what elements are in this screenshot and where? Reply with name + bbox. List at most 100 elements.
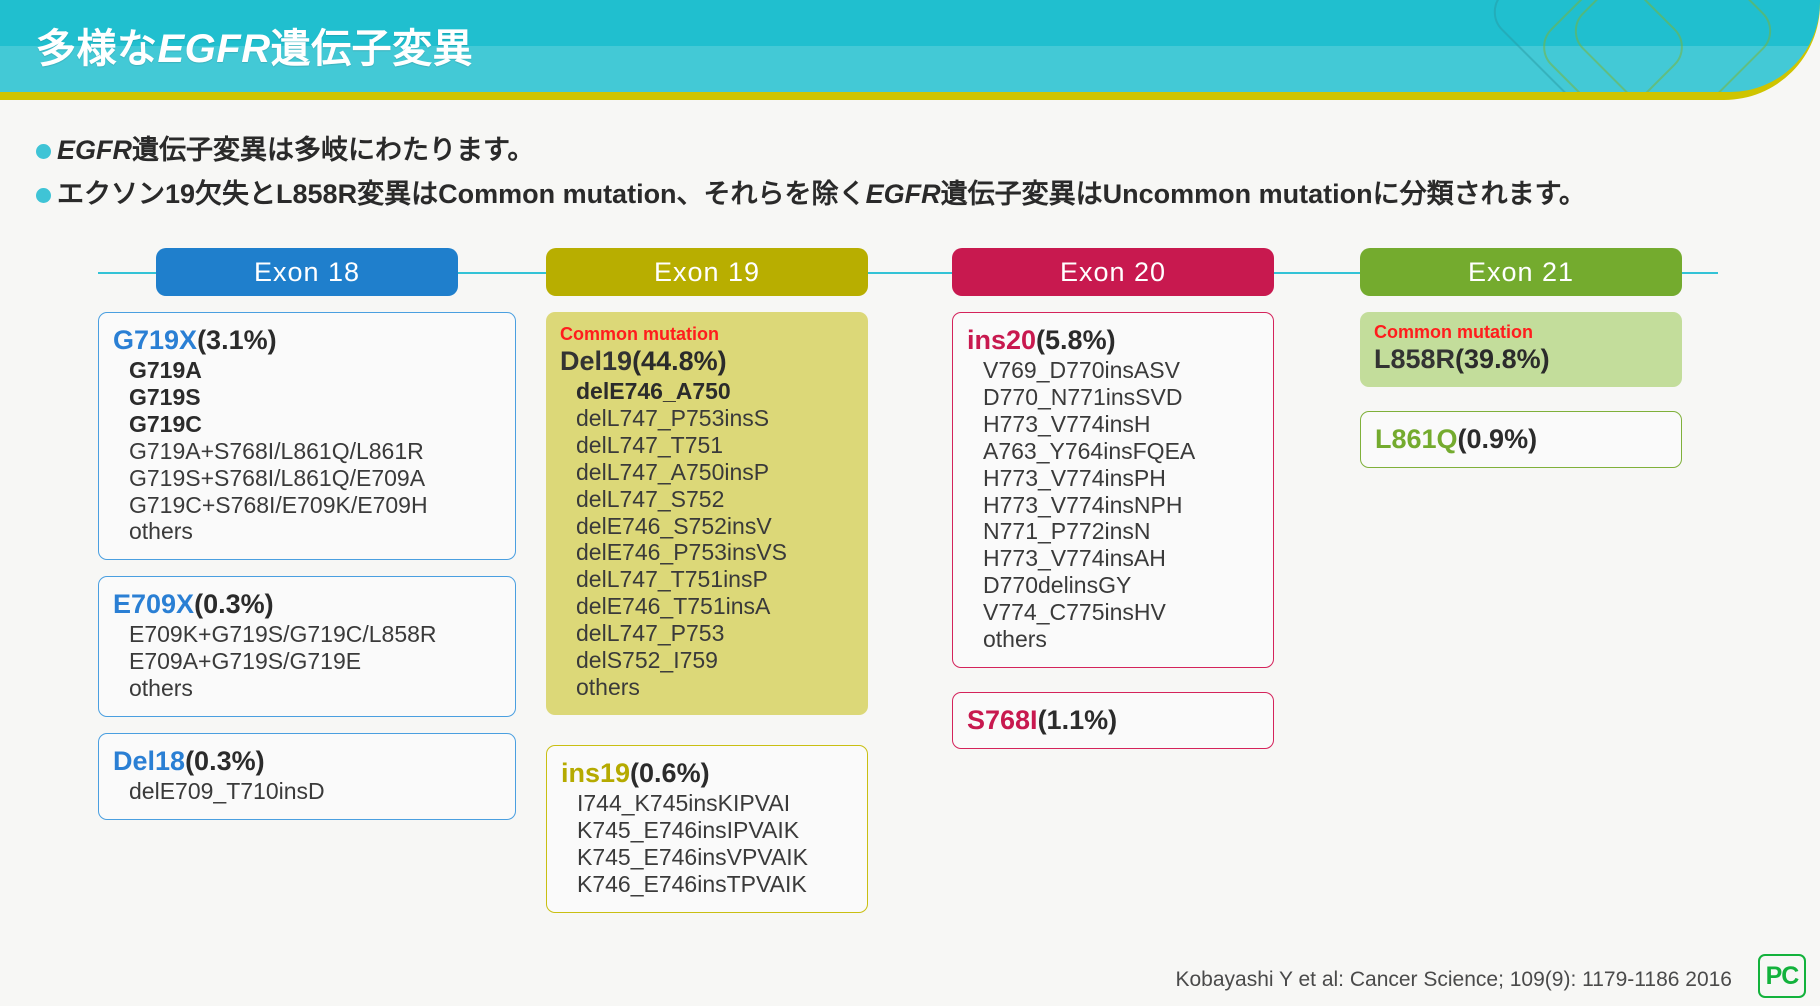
mutation-group-title: L858R(39.8%) bbox=[1374, 344, 1668, 375]
exon-header-18[interactable]: Exon 18 bbox=[156, 248, 458, 296]
slide-header bbox=[0, 0, 1820, 92]
mutation-pct: (3.1%) bbox=[197, 325, 277, 355]
mutation-box: ins20(5.8%) V769_D770insASV D770_N771ins… bbox=[952, 312, 1274, 668]
mutation-group-title: L861Q(0.9%) bbox=[1375, 424, 1667, 455]
bullet-gene: EGFR bbox=[57, 135, 133, 165]
list-item: delL747_P753 bbox=[576, 620, 725, 647]
exon-column-19: Exon 19 Common mutation Del19(44.8%) del… bbox=[546, 248, 868, 913]
exon-column-18: Exon 18 G719X(3.1%) G719A G719S G719C G7… bbox=[98, 248, 516, 820]
list-item: delE746_P753insVS bbox=[576, 539, 787, 566]
list-item: E709K+G719S/G719C/L858R bbox=[129, 621, 437, 648]
mutation-box: E709X(0.3%) E709K+G719S/G719C/L858R E709… bbox=[98, 576, 516, 718]
bullet-body: 遺伝子変異は多岐にわたります。 bbox=[132, 135, 535, 165]
slide-footer: Kobayashi Y et al: Cancer Science; 109(9… bbox=[0, 950, 1820, 1006]
bullet-gene: EGFR bbox=[865, 179, 941, 210]
page-title: 多様なEGFR遺伝子変異 bbox=[36, 16, 473, 74]
mutation-pct: (0.6%) bbox=[630, 757, 710, 788]
list-item: V769_D770insASV bbox=[983, 357, 1180, 383]
list-item: delE709_T710insD bbox=[129, 778, 325, 805]
mutation-group-title: ins19(0.6%) bbox=[561, 758, 853, 789]
bullet-text: エクソン19欠失とL858R変異はCommon mutation、それらを除くE… bbox=[57, 176, 1586, 212]
mutation-box: S768I(1.1%) bbox=[952, 691, 1274, 749]
list-item: G719S bbox=[129, 383, 201, 410]
list-item: G719A bbox=[129, 357, 202, 383]
list-item: K746_E746insTPVAIK bbox=[577, 870, 807, 897]
list-item: delL747_A750insP bbox=[576, 458, 770, 485]
bullet-list: EGFR遺伝子変異は多岐にわたります。 エクソン19欠失とL858R変異はCom… bbox=[36, 132, 1796, 221]
list-item: delL747_S752 bbox=[576, 485, 725, 512]
header-band bbox=[0, 46, 1820, 92]
mutation-pct: (0.3%) bbox=[185, 746, 265, 777]
mutation-item-list: V769_D770insASV D770_N771insSVD H773_V77… bbox=[967, 357, 1259, 653]
mutation-box: ins19(0.6%) I744_K745insKIPVAI K745_E746… bbox=[546, 744, 868, 913]
mutation-group-title: Del18(0.3%) bbox=[113, 746, 501, 777]
page-title-gene: EGFR bbox=[157, 27, 271, 71]
mutation-pct: (39.8%) bbox=[1455, 344, 1550, 374]
mutation-name: S768I bbox=[967, 704, 1038, 735]
mutation-box: Common mutation Del19(44.8%) delE746_A75… bbox=[546, 312, 868, 715]
list-item: delL747_P753insS bbox=[576, 404, 770, 431]
common-mutation-tag: Common mutation bbox=[1374, 322, 1533, 342]
list-item: K745_E746insIPVAIK bbox=[577, 816, 800, 843]
bullet-body-a: エクソン19欠失とL858R変異はCommon mutation、それらを除く bbox=[57, 179, 866, 210]
mutation-pct: (5.8%) bbox=[1036, 325, 1116, 355]
list-item: delE746_A750 bbox=[576, 378, 731, 404]
list-item: K745_E746insVPVAIK bbox=[577, 843, 809, 870]
list-item: delS752_I759 bbox=[576, 647, 718, 674]
list-item: I744_K745insKIPVAI bbox=[577, 789, 791, 816]
mutation-item-list: delE709_T710insD bbox=[113, 778, 501, 805]
list-item: others bbox=[576, 673, 640, 700]
mutation-group-title: Del19(44.8%) bbox=[560, 346, 854, 377]
bullet-dot-icon bbox=[36, 188, 51, 204]
list-item: E709A+G719S/G719E bbox=[129, 648, 362, 675]
mutation-name: ins20 bbox=[967, 325, 1037, 355]
bullet-text: EGFR遺伝子変異は多岐にわたります。 bbox=[57, 132, 534, 168]
mutation-item-list: E709K+G719S/G719C/L858R E709A+G719S/G719… bbox=[113, 621, 501, 702]
mutation-item-list: G719A G719S G719C G719A+S768I/L861Q/L861… bbox=[113, 357, 501, 545]
exon-header-20[interactable]: Exon 20 bbox=[952, 248, 1274, 296]
exon-header-19[interactable]: Exon 19 bbox=[546, 248, 868, 296]
list-item: delE746_S752insV bbox=[576, 512, 772, 539]
list-item: delE746_T751insA bbox=[576, 593, 771, 620]
mutation-item-list: delE746_A750 delL747_P753insS delL747_T7… bbox=[560, 378, 854, 701]
mutation-name: G719X bbox=[113, 325, 198, 355]
list-item: delL747_T751 bbox=[576, 431, 724, 458]
common-mutation-tag: Common mutation bbox=[560, 324, 719, 344]
mutation-pct: (44.8%) bbox=[632, 346, 727, 376]
exon-columns: Exon 18 G719X(3.1%) G719A G719S G719C G7… bbox=[0, 248, 1820, 948]
pc-logo-icon: PC bbox=[1758, 954, 1806, 998]
list-item: V774_C775insHV bbox=[983, 599, 1166, 626]
mutation-group-title: G719X(3.1%) bbox=[113, 325, 501, 356]
mutation-name: Del18 bbox=[113, 746, 186, 777]
bullet-dot-icon bbox=[36, 144, 51, 159]
list-item: others bbox=[129, 518, 193, 545]
page-title-pre: 多様な bbox=[36, 27, 158, 71]
list-item: others bbox=[129, 675, 193, 702]
mutation-name: L858R bbox=[1374, 344, 1456, 374]
list-item: G719A+S768I/L861Q/L861R bbox=[129, 437, 424, 464]
mutation-group-title: S768I(1.1%) bbox=[967, 705, 1259, 736]
mutation-box: G719X(3.1%) G719A G719S G719C G719A+S768… bbox=[98, 312, 516, 561]
list-item: A763_Y764insFQEA bbox=[983, 437, 1196, 464]
mutation-box: Common mutation L858R(39.8%) bbox=[1360, 312, 1682, 387]
mutation-name: ins19 bbox=[561, 757, 631, 788]
list-item: G719S+S768I/L861Q/E709A bbox=[129, 464, 426, 491]
citation-text: Kobayashi Y et al: Cancer Science; 109(9… bbox=[1175, 968, 1733, 991]
list-item: D770delinsGY bbox=[983, 572, 1132, 599]
bullet-item: EGFR遺伝子変異は多岐にわたります。 bbox=[36, 132, 1796, 168]
bullet-body-c: 遺伝子変異はUncommon mutationに分類されます。 bbox=[940, 179, 1586, 210]
list-item: others bbox=[983, 626, 1047, 653]
mutation-pct: (0.3%) bbox=[194, 589, 274, 620]
list-item: H773_V774insH bbox=[983, 410, 1151, 437]
mutation-name: E709X bbox=[113, 589, 195, 620]
bullet-item: エクソン19欠失とL858R変異はCommon mutation、それらを除くE… bbox=[36, 176, 1796, 212]
list-item: G719C+S768I/E709K/E709H bbox=[129, 491, 428, 518]
mutation-group-title: E709X(0.3%) bbox=[113, 589, 501, 620]
mutation-pct: (0.9%) bbox=[1457, 424, 1538, 454]
mutation-pct: (1.1%) bbox=[1037, 704, 1118, 735]
page-title-post: 遺伝子変異 bbox=[270, 27, 474, 71]
list-item: G719C bbox=[129, 410, 202, 437]
exon-header-21[interactable]: Exon 21 bbox=[1360, 248, 1682, 296]
list-item: D770_N771insSVD bbox=[983, 383, 1183, 410]
